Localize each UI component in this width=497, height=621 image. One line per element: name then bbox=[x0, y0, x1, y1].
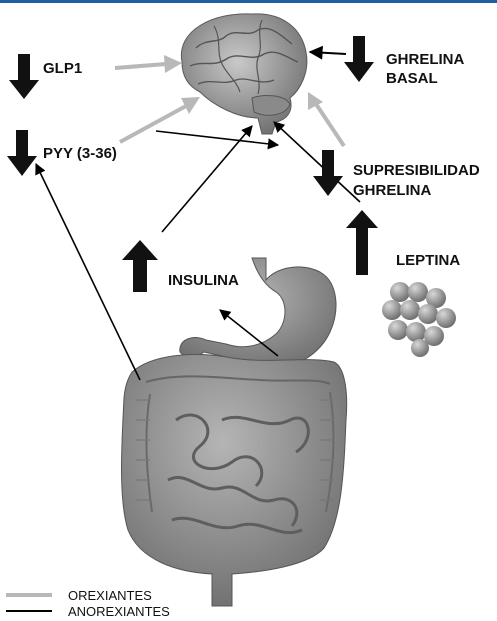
legend-orexigenic-label: OREXIANTES bbox=[68, 588, 152, 603]
label-insulin: INSULINA bbox=[168, 272, 239, 290]
leptin-up-arrow-icon bbox=[346, 210, 378, 275]
label-glp1: GLP1 bbox=[43, 60, 82, 78]
ghrelin-basal-black-arrow bbox=[310, 52, 346, 54]
legend-anorexigenic-label: ANOREXIANTES bbox=[68, 604, 170, 619]
label-suppression-line1: SUPRESIBILIDAD bbox=[353, 162, 480, 180]
insulin-black-arrow bbox=[162, 126, 252, 232]
glp1-down-arrow-icon bbox=[9, 54, 39, 99]
pyy-black-arrow bbox=[156, 131, 278, 145]
ghrelin-grey-arrowhead bbox=[308, 92, 323, 110]
leptin-black-arrow bbox=[274, 122, 360, 202]
ghrelin-grey-arrow bbox=[316, 104, 344, 146]
label-ghrelin-basal-line1: GHRELINA bbox=[386, 51, 464, 69]
label-pyy: PYY (3-36) bbox=[43, 145, 117, 163]
insulin-up-arrow-icon bbox=[122, 240, 158, 292]
brain-illustration bbox=[181, 14, 307, 134]
glp1-grey-arrow bbox=[115, 64, 166, 68]
colon-to-pyy-arrow bbox=[36, 164, 140, 380]
digestive-tract-illustration bbox=[122, 258, 347, 606]
ghrelin-basal-down-arrow-icon bbox=[344, 36, 374, 82]
adipose-cluster-illustration bbox=[382, 282, 456, 357]
suppression-down-arrow-icon bbox=[313, 150, 343, 196]
label-ghrelin-basal-line2: BASAL bbox=[386, 70, 438, 88]
label-leptin: LEPTINA bbox=[396, 252, 460, 270]
pyy-down-arrow-icon bbox=[7, 130, 37, 176]
glp1-grey-arrowhead bbox=[164, 55, 182, 73]
pyy-grey-arrow bbox=[120, 106, 186, 142]
label-suppression-line2: GHRELINA bbox=[353, 182, 431, 200]
